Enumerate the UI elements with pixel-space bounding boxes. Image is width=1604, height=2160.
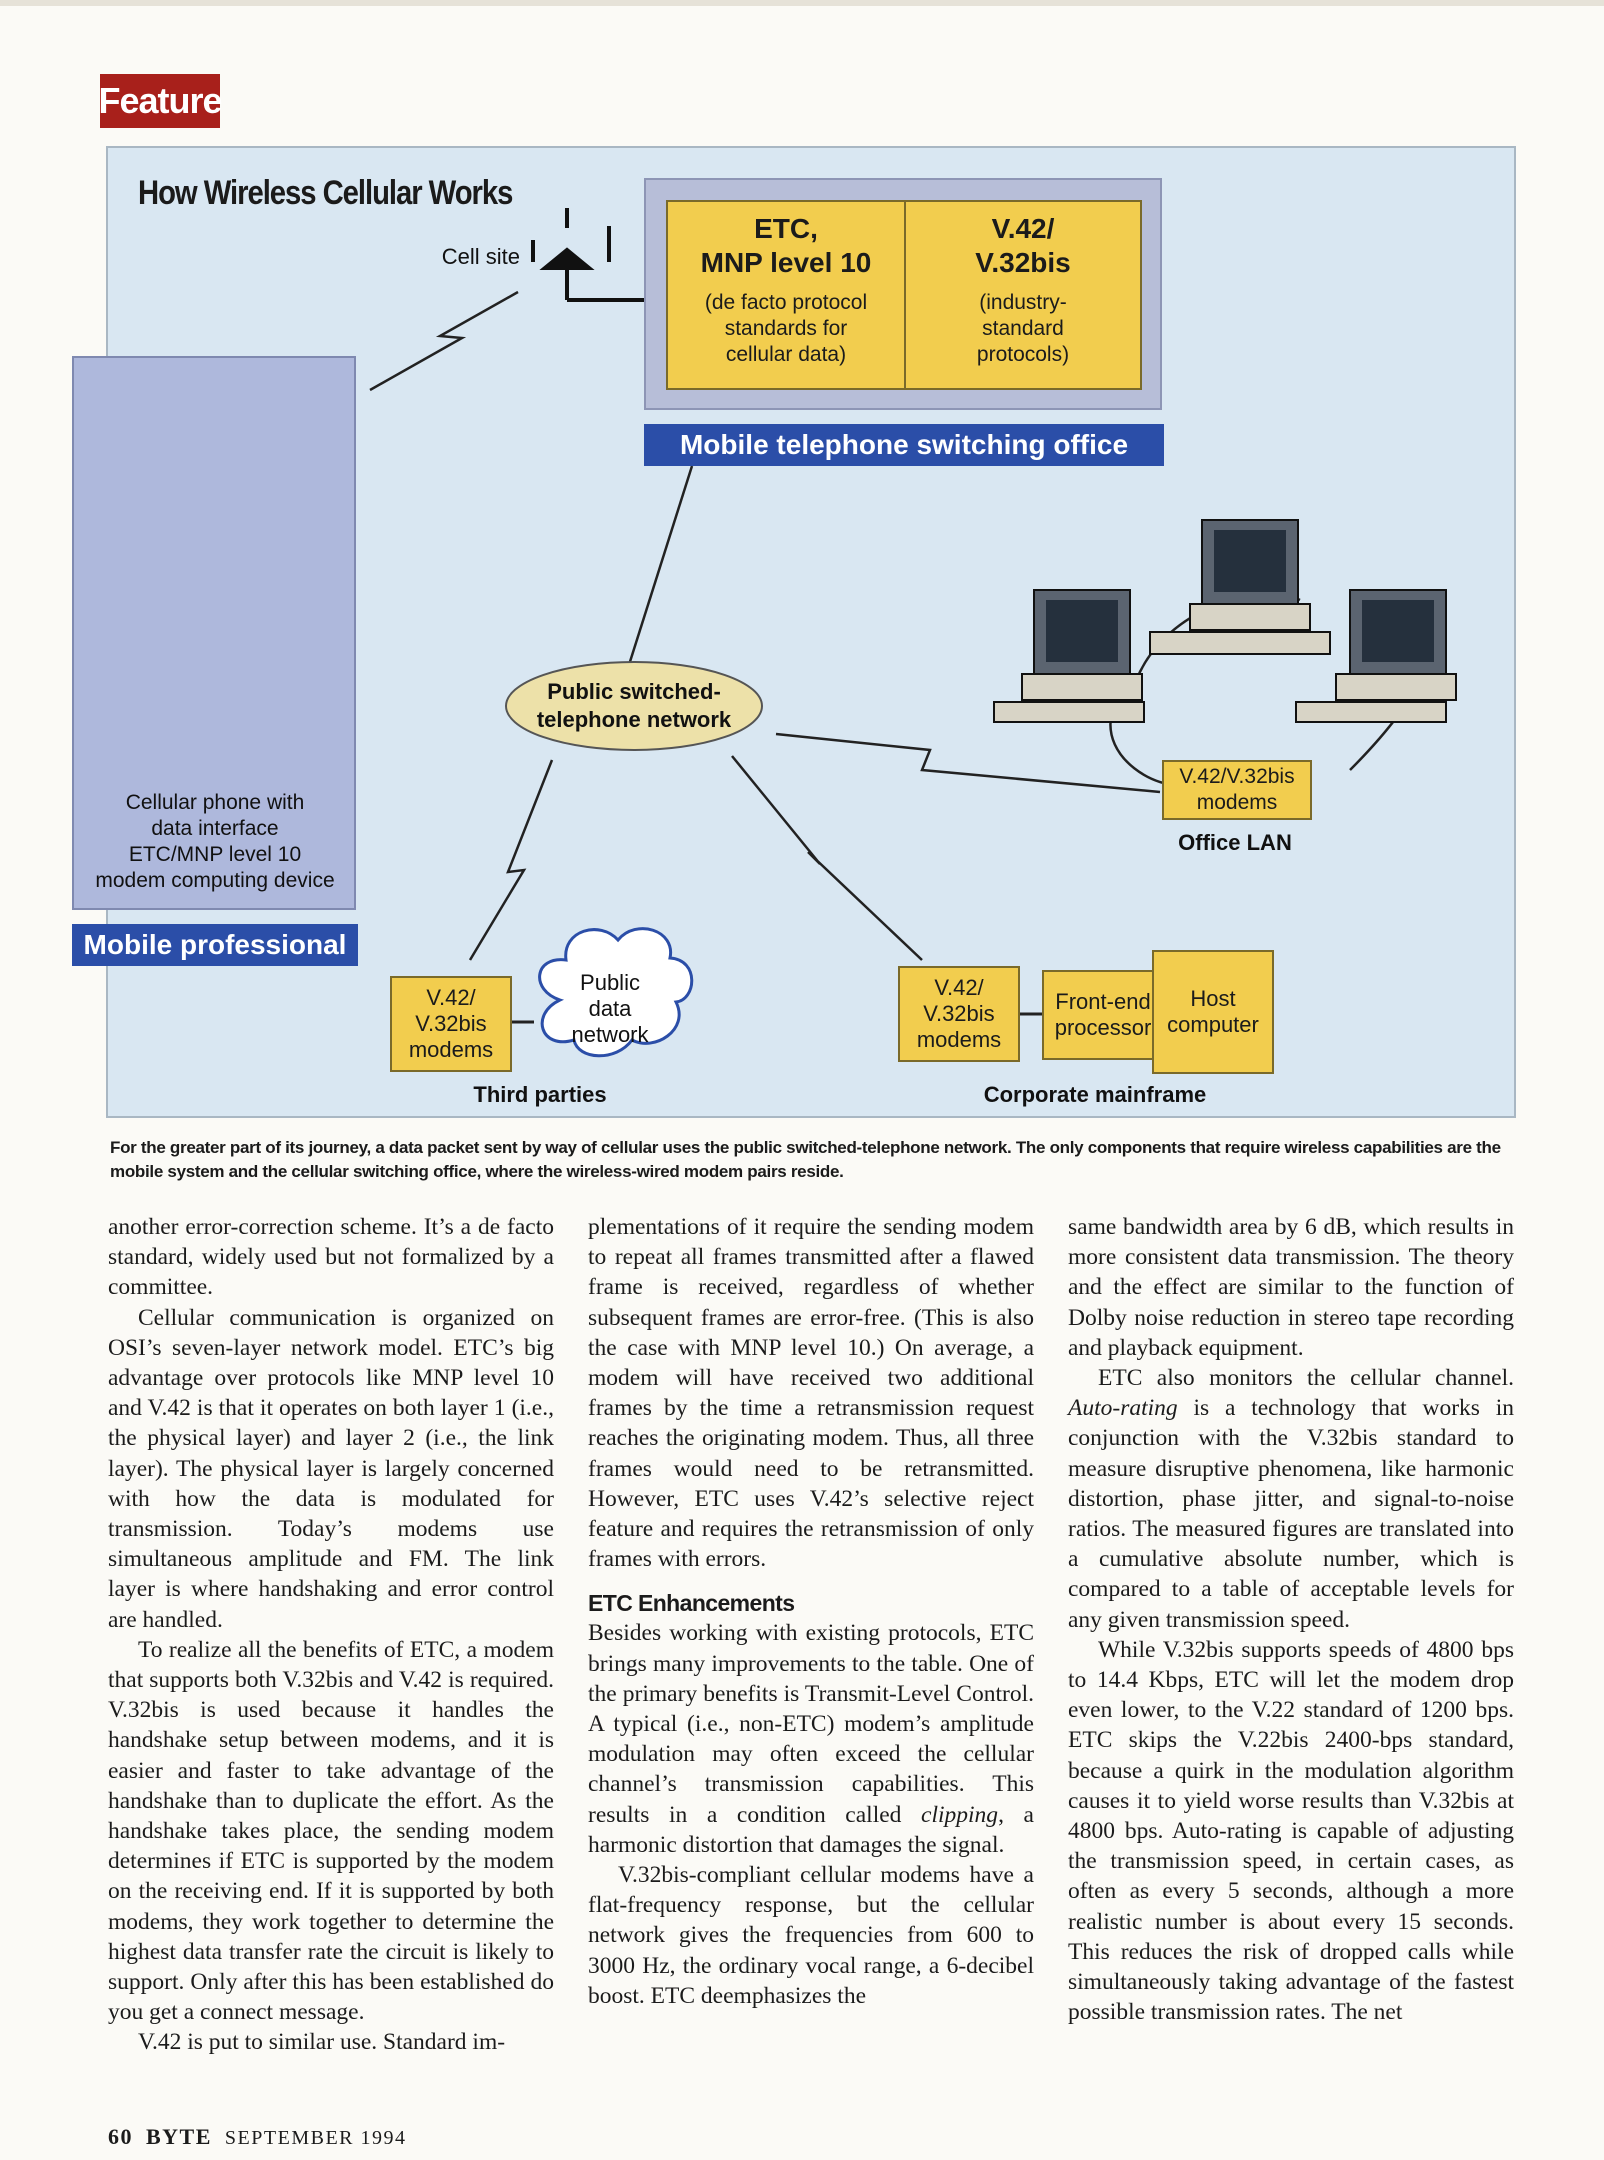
col2-paragraph: V.32bis-compliant cellular modems have a… [588, 1862, 1034, 2009]
diagram-title: How Wireless Cellular Works [138, 174, 513, 212]
section-heading: ETC Enhancements [588, 1590, 795, 1617]
office-lan-label: Office LAN [1178, 830, 1292, 855]
issue-date: SEPTEMBER 1994 [224, 2127, 407, 2149]
mobile-panel [72, 356, 356, 910]
mobile-label: Mobile professional [72, 924, 358, 966]
magazine-name: BYTE [146, 2124, 212, 2149]
col3-paragraph: While V.32bis supports speeds of 4800 bp… [1068, 1636, 1514, 2026]
col1-paragraph: To realize all the benefits of ETC, a mo… [108, 1636, 554, 2026]
msc-v42-title: V.42/V.32bis [975, 213, 1071, 278]
corporate-mainframe-label: Corporate mainframe [983, 1082, 1207, 1107]
page-folio: 60 BYTE SEPTEMBER 1994 [108, 2124, 407, 2150]
msc-label: Mobile telephone switching office [644, 424, 1164, 466]
column-2: plementations of it require the sending … [588, 1212, 1034, 2011]
section-tag: Feature [98, 74, 223, 128]
third-parties-label: Third parties [473, 1082, 607, 1107]
term-clipping: clipping [921, 1801, 999, 1828]
term-auto-rating: Auto-rating [1068, 1395, 1178, 1422]
column-1: another error-correction scheme. It’s a … [108, 1212, 554, 2058]
page-number: 60 [108, 2124, 133, 2149]
col3-paragraph: same bandwidth area by 6 dB, which resul… [1068, 1214, 1514, 1361]
cell-site-label: Cell site [441, 244, 520, 269]
col1-paragraph: Cellular communication is organized on O… [108, 1304, 554, 1633]
col2-paragraph: Besides working with existing protocols,… [588, 1620, 1034, 1858]
col3-paragraph: ETC also monitors the cellular channel. … [1068, 1365, 1514, 1633]
pstn-label: Public switched-telephone network [536, 679, 732, 732]
col1-paragraph: another error-correction scheme. It’s a … [108, 1214, 554, 1301]
column-3: same bandwidth area by 6 dB, which resul… [1068, 1212, 1514, 2027]
top-rule [0, 0, 1604, 6]
msc-etc-title: ETC,MNP level 10 [700, 213, 872, 278]
col1-paragraph: V.42 is put to similar use. Standard im- [138, 2029, 506, 2056]
col2-paragraph: plementations of it require the sending … [588, 1214, 1034, 1573]
figure-caption: For the greater part of its journey, a d… [110, 1138, 1501, 1181]
